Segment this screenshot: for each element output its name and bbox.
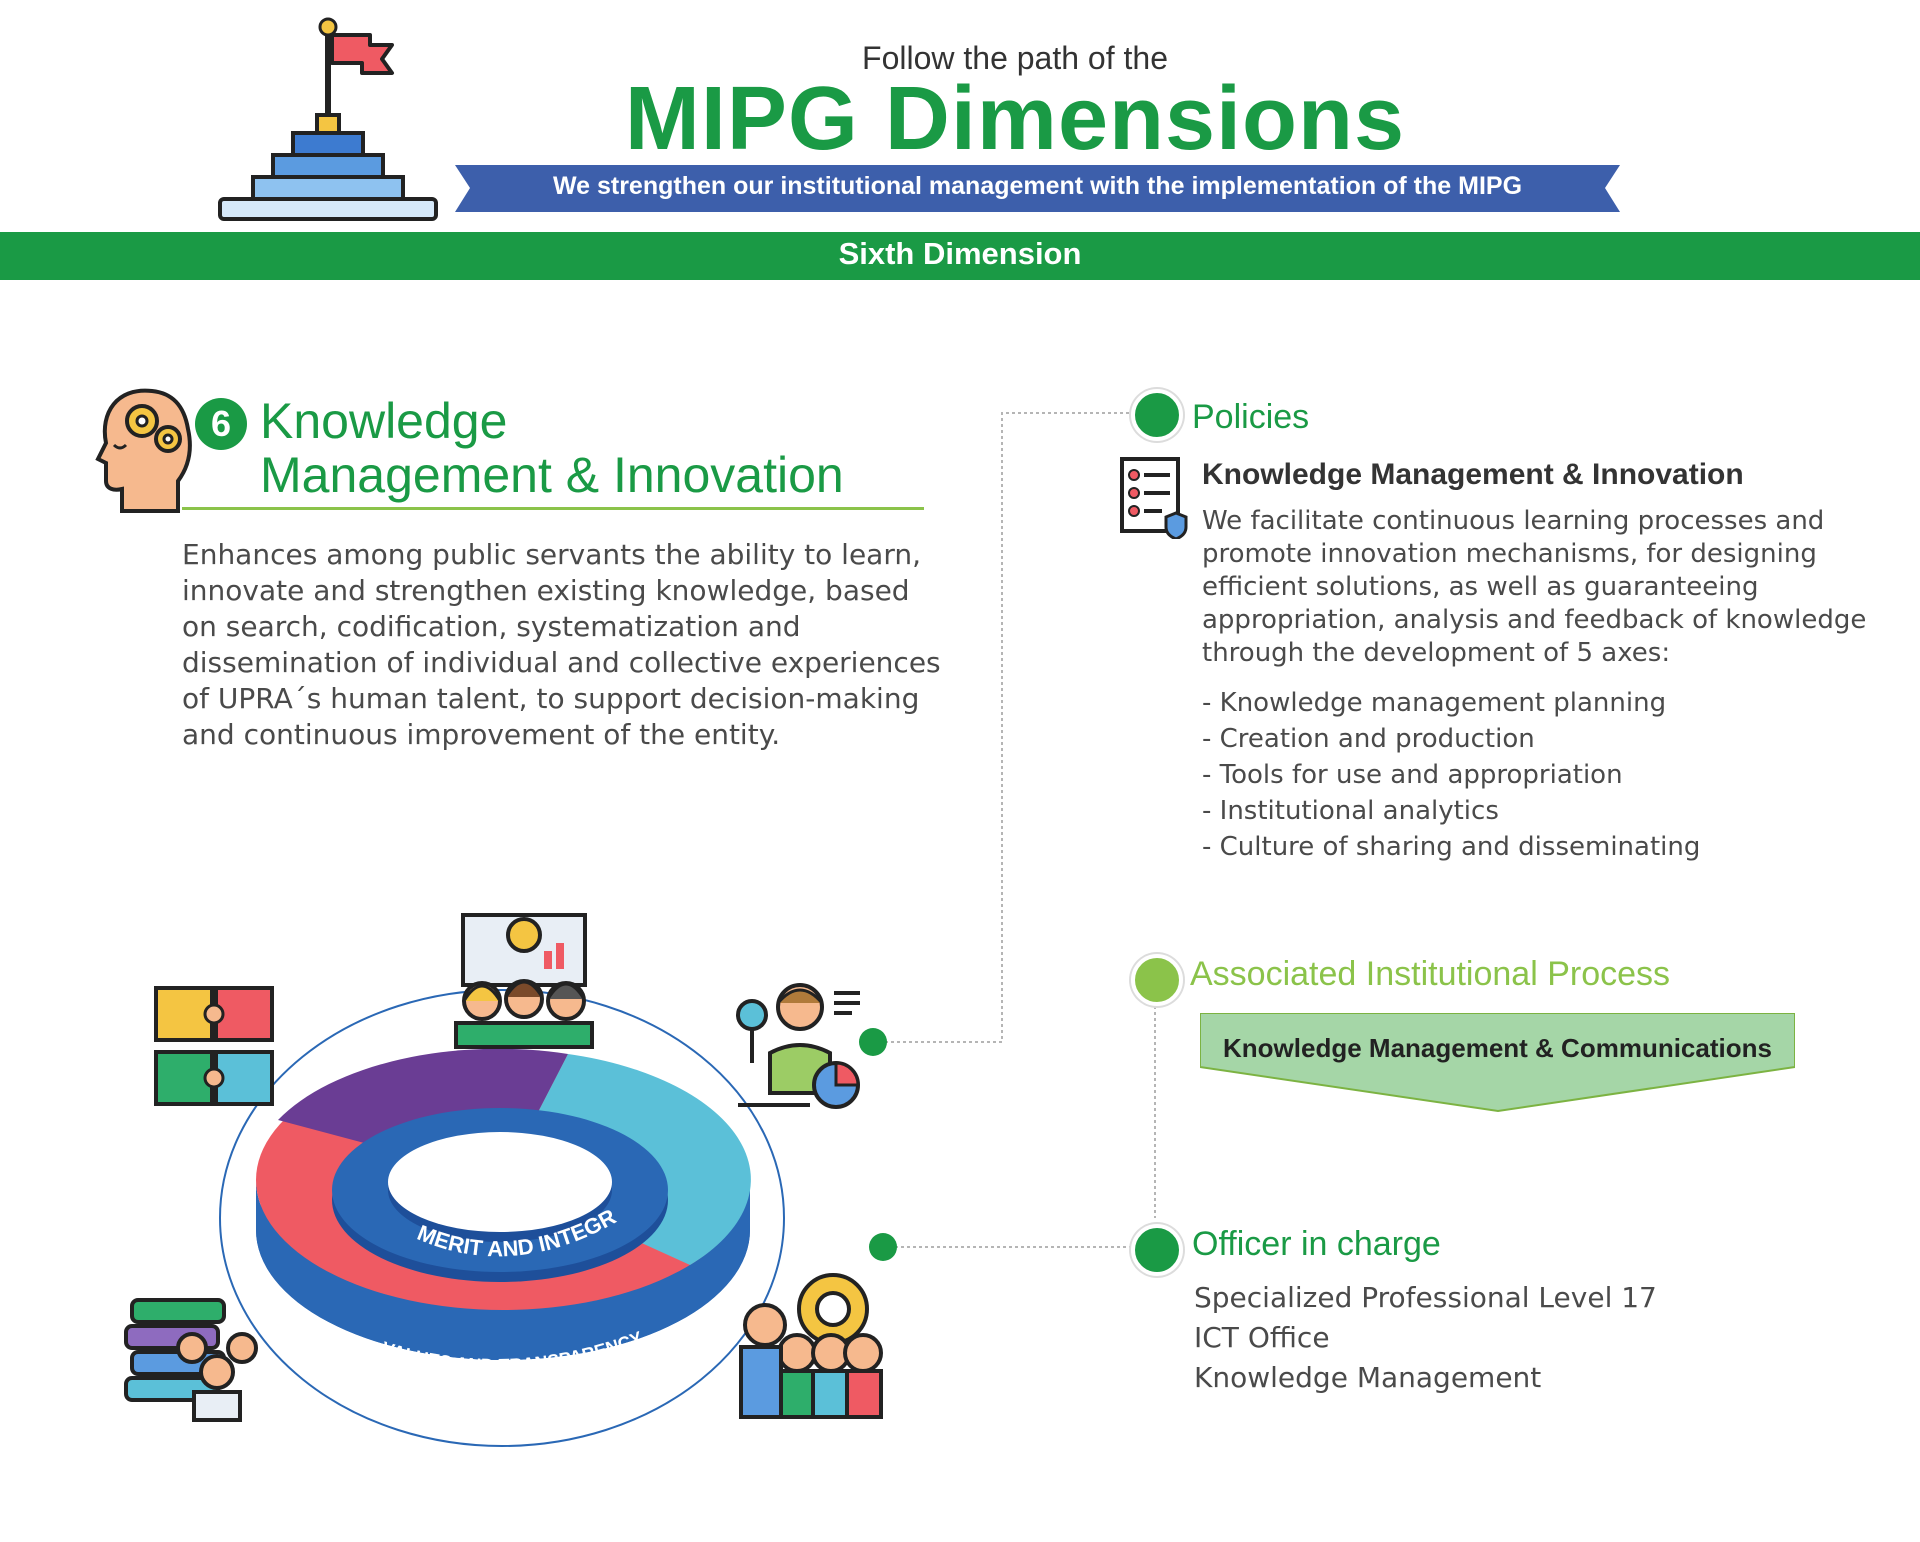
- policy-text: We facilitate continuous learning proces…: [1202, 506, 1867, 668]
- header-pretitle: Follow the path of the: [862, 40, 1168, 76]
- team-idea-board-icon: [454, 913, 594, 1049]
- dimension-title-underline: [182, 507, 924, 510]
- dimension-band-label: Sixth Dimension: [838, 236, 1082, 271]
- gear-team-icon: [739, 1273, 883, 1419]
- axes-list: - Knowledge management planning - Creati…: [1202, 685, 1700, 865]
- puzzle-hands-icon: [154, 986, 274, 1106]
- axis-item: - Creation and production: [1202, 724, 1535, 754]
- process-label: Knowledge Management & Communications: [1223, 1033, 1772, 1063]
- policies-bullet: [1131, 389, 1183, 441]
- process-heading: Associated Institutional Process: [1190, 955, 1671, 993]
- dimension-number: 6: [195, 398, 247, 450]
- axis-item: - Institutional analytics: [1202, 796, 1499, 826]
- flag-pyramid-icon: [218, 17, 438, 221]
- axis-item: - Culture of sharing and disseminating: [1202, 832, 1701, 862]
- axis-item: - Tools for use and appropriation: [1202, 760, 1623, 790]
- checklist-shield-icon: [1120, 457, 1188, 539]
- officer-bullet: [1131, 1224, 1183, 1276]
- axis-item: - Knowledge management planning: [1202, 688, 1667, 718]
- policies-heading: Policies: [1192, 398, 1310, 436]
- process-arrow-banner: [1200, 1013, 1795, 1113]
- subtitle-ribbon-text: We strengthen our institutional manageme…: [552, 172, 1523, 200]
- head-gears-icon: [95, 388, 192, 513]
- dimension-title-line1: Knowledge: [260, 393, 508, 449]
- ring-diagram: MERIT AND INTEGRITY VALUES AND TRANSPARE…: [100, 960, 785, 1447]
- policy-title: Knowledge Management & Innovation: [1202, 458, 1744, 491]
- process-bullet: [1131, 954, 1183, 1006]
- officer-line: Knowledge Management: [1194, 1361, 1542, 1394]
- officer-heading: Officer in charge: [1192, 1225, 1441, 1263]
- officer-line: ICT Office: [1194, 1321, 1330, 1354]
- dimension-band: [0, 232, 1920, 280]
- books-team-icon: [124, 1298, 258, 1422]
- analyst-chart-icon: [736, 983, 860, 1109]
- page-title: MIPG Dimensions: [624, 69, 1406, 169]
- subtitle-ribbon: [455, 165, 1620, 212]
- dimension-description: Enhances among public servants the abili…: [182, 538, 941, 751]
- officer-list: Specialized Professional Level 17 ICT Of…: [1194, 1278, 1657, 1398]
- dimension-title-line2: Management & Innovation: [260, 447, 844, 503]
- officer-line: Specialized Professional Level 17: [1194, 1281, 1657, 1314]
